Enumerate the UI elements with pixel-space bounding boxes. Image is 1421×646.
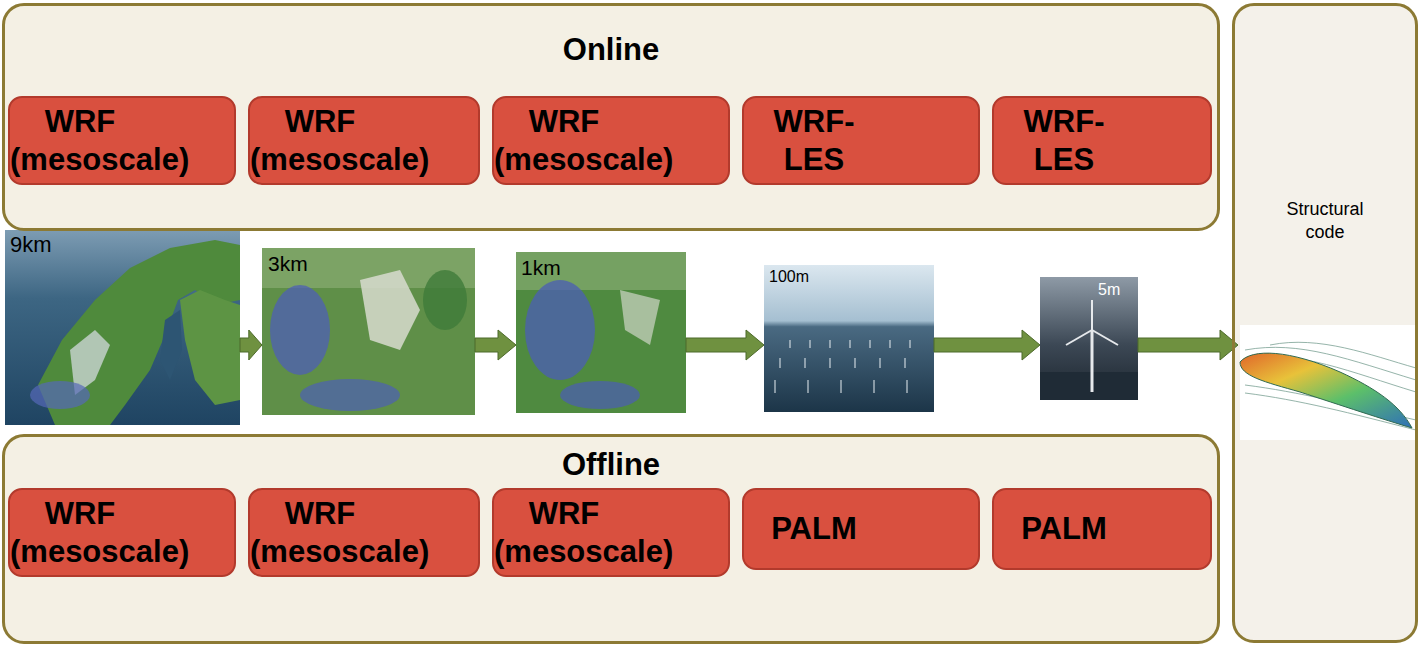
model-box: WRF (mesoscale) xyxy=(8,488,236,577)
scale-label: 9km xyxy=(10,232,52,258)
scale-label: 3km xyxy=(268,252,308,276)
scale-arrow xyxy=(1138,330,1238,360)
heading: Offline xyxy=(5,447,1217,483)
turbine-5m xyxy=(1040,277,1138,400)
scale-arrow xyxy=(686,330,764,360)
model-box: WRF (mesoscale) xyxy=(492,488,730,577)
map-9km xyxy=(5,230,240,425)
scale-label: 100m xyxy=(769,268,809,286)
model-box: WRF (mesoscale) xyxy=(492,96,730,185)
box-label: WRF (mesoscale) xyxy=(494,103,634,177)
group-band: OnlineWRF (mesoscale) WRF (mesoscale) WRF … xyxy=(2,3,1220,231)
model-box: PALM xyxy=(742,488,980,570)
map-1km xyxy=(516,252,686,413)
box-label: PALM xyxy=(994,510,1134,547)
heading: Structural code xyxy=(1270,198,1380,243)
scale-arrow xyxy=(934,330,1040,360)
model-box: WRF-LES xyxy=(992,96,1212,185)
windfarm-100m xyxy=(764,265,934,412)
airfoil-figure xyxy=(1240,342,1416,430)
scale-arrow xyxy=(475,330,516,360)
heading: Online xyxy=(5,32,1217,68)
box-label: WRF (mesoscale) xyxy=(494,495,634,569)
box-label: WRF (mesoscale) xyxy=(10,103,150,177)
box-label: WRF (mesoscale) xyxy=(250,103,390,177)
box-label: WRF-LES xyxy=(994,103,1134,177)
model-box: WRF (mesoscale) xyxy=(248,96,480,185)
scale-label: 5m xyxy=(1098,281,1120,299)
scale-arrow xyxy=(240,330,262,360)
box-label: WRF (mesoscale) xyxy=(250,495,390,569)
box-label: WRF (mesoscale) xyxy=(10,495,150,569)
model-box: WRF (mesoscale) xyxy=(248,488,480,577)
model-box: WRF-LES xyxy=(742,96,980,185)
scale-label: 1km xyxy=(521,256,561,280)
model-box: WRF (mesoscale) xyxy=(8,96,236,185)
box-label: WRF-LES xyxy=(744,103,884,177)
structural-panel: Structural code xyxy=(1232,3,1418,643)
airfoil-ground xyxy=(1240,325,1416,440)
map-3km xyxy=(262,248,475,415)
group-band: OfflineWRF (mesoscale) WRF (mesoscale) WRF… xyxy=(2,434,1220,644)
model-box: PALM xyxy=(992,488,1212,570)
box-label: PALM xyxy=(744,510,884,547)
panel-fill xyxy=(1234,5,1416,641)
